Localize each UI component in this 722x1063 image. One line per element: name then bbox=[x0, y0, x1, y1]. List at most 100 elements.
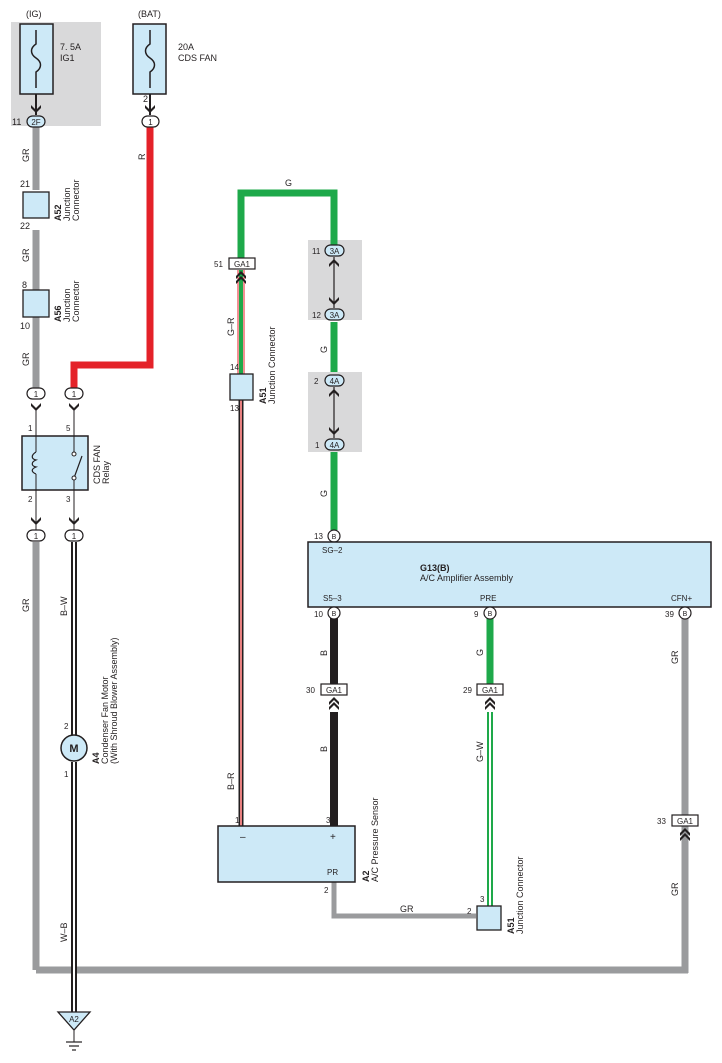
svg-text:B: B bbox=[332, 611, 337, 618]
relay-conn-right-top bbox=[64, 387, 84, 400]
motor-name-2: (With Shroud Blower Assembly) bbox=[109, 637, 119, 764]
motor-id: A4 bbox=[91, 752, 101, 764]
ig-fuse-icon bbox=[30, 30, 42, 88]
a51-top-junction bbox=[229, 373, 254, 401]
wire-g-top bbox=[237, 189, 338, 258]
a51-bottom-id: A51 bbox=[506, 917, 516, 934]
wire-label-r: R bbox=[137, 153, 147, 160]
amplifier-name: A/C Amplifier Assembly bbox=[420, 573, 514, 583]
a51-top-id: A51 bbox=[258, 387, 268, 404]
svg-text:14: 14 bbox=[230, 363, 239, 372]
ground-label: A2 bbox=[69, 1015, 79, 1024]
relay-conn-left-bottom bbox=[26, 529, 46, 542]
ground-triangle-icon bbox=[56, 1011, 92, 1031]
svg-text:29: 29 bbox=[463, 686, 472, 695]
svg-text:1: 1 bbox=[28, 424, 33, 433]
relay-conn-left-top bbox=[26, 387, 46, 400]
conn-b-39 bbox=[678, 606, 692, 620]
wire-label-b-2: B bbox=[319, 746, 329, 752]
svg-text:5: 5 bbox=[66, 424, 71, 433]
condenser-fan-motor-icon bbox=[60, 734, 88, 762]
ga1-33-connector bbox=[671, 814, 699, 827]
svg-text:3: 3 bbox=[66, 495, 71, 504]
svg-text:–: – bbox=[240, 832, 246, 843]
svg-text:8: 8 bbox=[22, 280, 27, 290]
svg-text:Connector: Connector bbox=[71, 280, 81, 322]
svg-text:PR: PR bbox=[327, 868, 338, 877]
relay-conn-right-bottom bbox=[64, 529, 84, 542]
svg-text:PRE: PRE bbox=[480, 594, 496, 603]
svg-text:9: 9 bbox=[474, 610, 479, 619]
relay-name-2: Relay bbox=[101, 460, 111, 484]
amplifier-id: G13(B) bbox=[420, 563, 450, 573]
svg-text:2F: 2F bbox=[31, 118, 40, 127]
a52-junction-box bbox=[22, 191, 50, 219]
ig-fuse-name: IG1 bbox=[60, 53, 75, 63]
a52-id: A52 bbox=[53, 204, 63, 221]
wire-label-gr-1: GR bbox=[21, 148, 31, 162]
relay-coil-icon bbox=[31, 451, 39, 475]
svg-text:4A: 4A bbox=[330, 441, 340, 450]
svg-text:30: 30 bbox=[306, 686, 315, 695]
bat-fuse-name: CDS FAN bbox=[178, 53, 217, 63]
bat-fuse-icon bbox=[144, 30, 156, 88]
ga1-30-connector bbox=[320, 683, 348, 696]
wire-label-g-top: G bbox=[285, 178, 292, 188]
wire-label-b-w: B–W bbox=[59, 596, 69, 616]
svg-text:1: 1 bbox=[72, 390, 77, 399]
wire-r bbox=[70, 127, 154, 388]
a56-junction-box bbox=[22, 289, 50, 318]
ac-amplifier-assembly bbox=[307, 541, 712, 608]
wire-label-g-low: G bbox=[319, 490, 329, 497]
svg-text:2: 2 bbox=[64, 722, 69, 731]
conn-3a-11 bbox=[324, 244, 345, 257]
svg-text:33: 33 bbox=[657, 817, 666, 826]
sensor-name: A/C Pressure Sensor bbox=[370, 797, 380, 882]
svg-text:13: 13 bbox=[230, 404, 239, 413]
wire-label-gr-cfn-2: GR bbox=[670, 882, 680, 896]
conn-3a-12 bbox=[324, 308, 345, 321]
svg-text:3A: 3A bbox=[330, 247, 340, 256]
svg-text:39: 39 bbox=[665, 610, 674, 619]
wire-label-gr-pr: GR bbox=[400, 904, 414, 914]
relay-switch-icon bbox=[73, 455, 83, 479]
svg-text:3A: 3A bbox=[330, 311, 340, 320]
svg-text:10: 10 bbox=[314, 610, 323, 619]
ig-connector bbox=[26, 115, 46, 128]
wire-label-b-1: B bbox=[319, 650, 329, 656]
svg-text:S5–3: S5–3 bbox=[323, 594, 342, 603]
motor-name-1: Condenser Fan Motor bbox=[100, 676, 110, 764]
svg-text:M: M bbox=[69, 743, 78, 755]
svg-text:11: 11 bbox=[312, 247, 321, 256]
svg-text:Junction: Junction bbox=[62, 187, 72, 221]
svg-text:1: 1 bbox=[148, 118, 153, 127]
bat-connector bbox=[141, 115, 160, 128]
svg-text:12: 12 bbox=[312, 311, 321, 320]
svg-text:2: 2 bbox=[324, 886, 329, 895]
svg-text:GA1: GA1 bbox=[482, 686, 499, 695]
svg-text:GA1: GA1 bbox=[677, 817, 694, 826]
ac-pressure-sensor bbox=[217, 825, 356, 883]
svg-text:13: 13 bbox=[314, 532, 323, 541]
svg-text:2: 2 bbox=[314, 377, 319, 386]
a51-bottom-junction bbox=[476, 905, 502, 931]
svg-text:GA1: GA1 bbox=[326, 686, 343, 695]
svg-text:3: 3 bbox=[480, 895, 485, 904]
bat-label: (BAT) bbox=[138, 9, 161, 19]
conn-4a-2 bbox=[324, 374, 345, 387]
bat-fuse-amp: 20A bbox=[178, 42, 194, 52]
svg-text:21: 21 bbox=[20, 179, 30, 189]
svg-text:B: B bbox=[683, 611, 688, 618]
svg-text:3: 3 bbox=[326, 816, 331, 825]
svg-text:SG–2: SG–2 bbox=[322, 546, 343, 555]
ga1-51-connector bbox=[228, 257, 256, 270]
svg-text:1: 1 bbox=[235, 816, 240, 825]
wire-label-g-r: G–R bbox=[226, 317, 236, 336]
svg-text:+: + bbox=[330, 832, 336, 843]
svg-text:1: 1 bbox=[72, 532, 77, 541]
svg-text:2: 2 bbox=[28, 495, 33, 504]
svg-text:1: 1 bbox=[34, 390, 39, 399]
wire-label-g-pre: G bbox=[475, 649, 485, 656]
svg-text:1: 1 bbox=[315, 441, 320, 450]
